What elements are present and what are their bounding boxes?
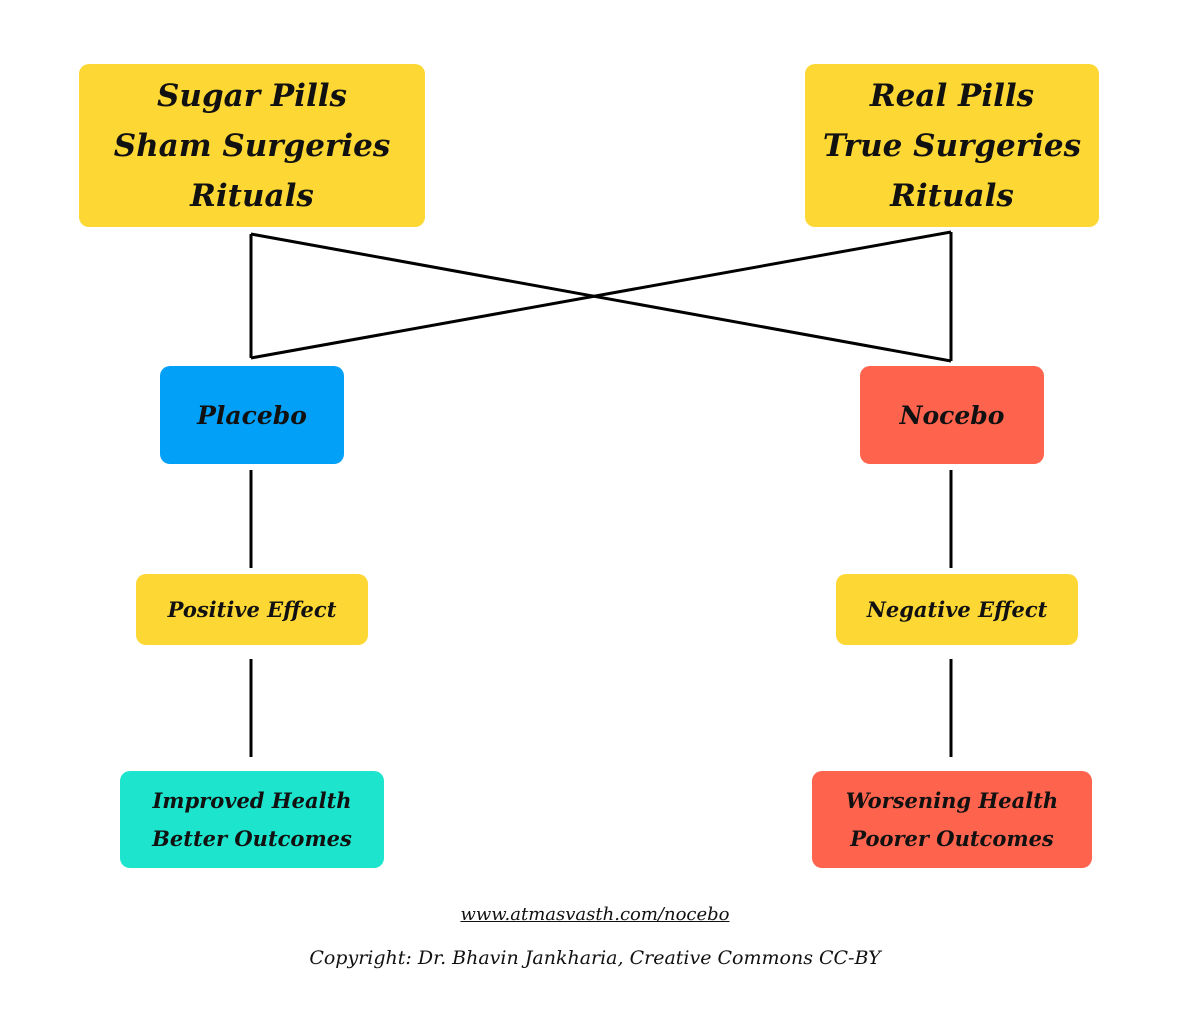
source-left-line-3: Rituals <box>190 177 314 214</box>
source-right-line-2: True Surgeries <box>822 127 1082 164</box>
placebo-label: Placebo <box>197 400 307 430</box>
placebo-box: Placebo <box>160 366 344 464</box>
worsening-health-box: Worsening Health Poorer Outcomes <box>812 771 1092 868</box>
source-left-line-2: Sham Surgeries <box>113 127 391 164</box>
improved-line-2: Better Outcomes <box>152 825 352 851</box>
source-box-right: Real Pills True Surgeries Rituals <box>805 64 1099 227</box>
footer-copyright: Copyright: Dr. Bhavin Jankharia, Creativ… <box>309 947 881 969</box>
source-right-line-1: Real Pills <box>869 77 1035 114</box>
cross-line-right-to-left <box>250 230 952 360</box>
nocebo-label: Nocebo <box>899 400 1005 430</box>
improved-health-box: Improved Health Better Outcomes <box>120 771 384 868</box>
improved-line-1: Improved Health <box>152 787 352 813</box>
source-right-line-3: Rituals <box>890 177 1014 214</box>
footer-url-link[interactable]: www.atmasvasth.com/nocebo <box>460 904 730 925</box>
negative-effect-label: Negative Effect <box>866 597 1048 622</box>
worsening-line-2: Poorer Outcomes <box>850 825 1054 851</box>
source-box-left: Sugar Pills Sham Surgeries Rituals <box>79 64 425 227</box>
negative-effect-box: Negative Effect <box>836 574 1078 645</box>
nocebo-box: Nocebo <box>860 366 1044 464</box>
positive-effect-box: Positive Effect <box>136 574 368 645</box>
worsening-line-1: Worsening Health <box>845 787 1059 813</box>
cross-line-left-to-right <box>250 232 952 363</box>
positive-effect-label: Positive Effect <box>167 597 337 622</box>
source-left-line-1: Sugar Pills <box>157 77 347 114</box>
